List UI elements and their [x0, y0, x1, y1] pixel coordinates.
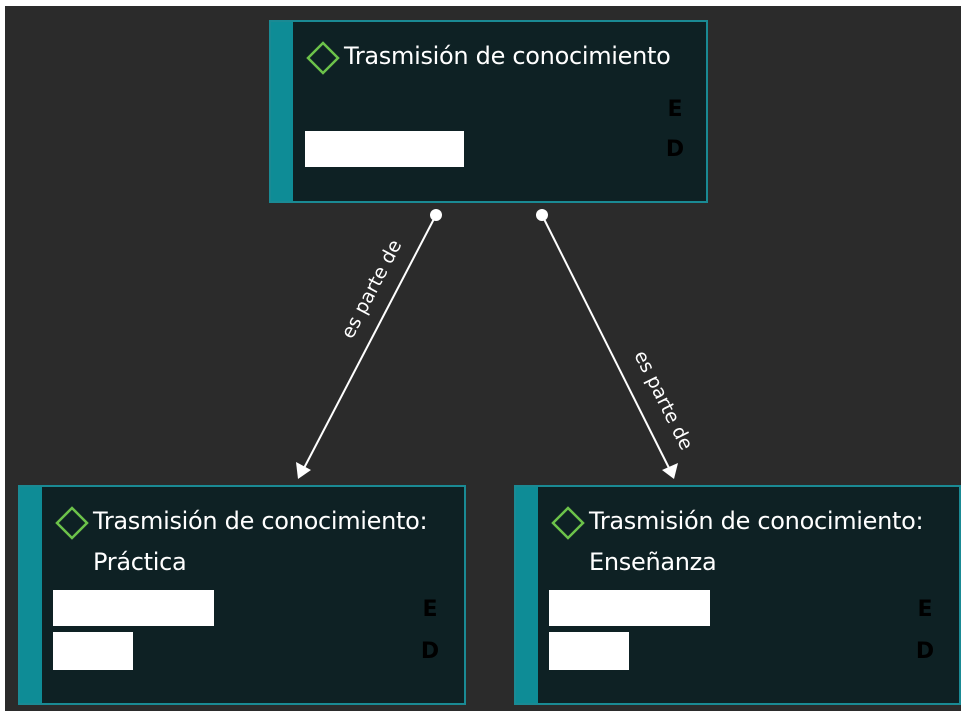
node-title: Trasmisión de conocimiento: [344, 42, 671, 70]
edge-source-dot: [430, 209, 442, 221]
arrowhead-icon: [296, 462, 311, 479]
node-letter-d: D: [915, 639, 935, 664]
node-accent-bar: [516, 487, 538, 703]
edge-root-practica[interactable]: es parte de: [296, 209, 442, 479]
arrowhead-icon: [662, 463, 678, 479]
edge-line: [302, 214, 437, 471]
edge-label: es parte de: [337, 236, 406, 342]
node-title-row: Trasmisión de conocimiento: Enseñanza: [550, 501, 924, 583]
node-title-row: Trasmisión de conocimiento: Práctica: [54, 501, 428, 583]
node-title-row: Trasmisión de conocimiento: [305, 36, 671, 77]
edge-root-ensenanza[interactable]: es parte de: [536, 209, 697, 479]
redacted-bar: [53, 590, 214, 626]
node-title: Trasmisión de conocimiento: Práctica: [93, 507, 428, 576]
redacted-bar: [305, 131, 464, 167]
node-accent-bar: [271, 22, 293, 201]
node-letter-e: E: [667, 97, 683, 122]
edge-source-dot: [536, 209, 548, 221]
redacted-bar: [549, 590, 710, 626]
redacted-bar: [549, 632, 629, 670]
node-letter-d: D: [665, 137, 685, 162]
redacted-bar: [53, 632, 133, 670]
node-accent-bar: [20, 487, 42, 703]
edge-label: es parte de: [629, 347, 697, 454]
node-title: Trasmisión de conocimiento: Enseñanza: [589, 507, 924, 576]
diamond-icon: [551, 506, 585, 540]
node-letter-e: E: [422, 597, 438, 622]
diamond-icon: [306, 41, 340, 75]
diamond-icon: [55, 506, 89, 540]
node-practica[interactable]: Trasmisión de conocimiento: Práctica E D: [18, 485, 466, 705]
node-letter-d: D: [420, 639, 440, 664]
node-letter-e: E: [917, 597, 933, 622]
edge-line: [541, 214, 671, 471]
node-root[interactable]: Trasmisión de conocimiento E D: [269, 20, 708, 203]
node-ensenanza[interactable]: Trasmisión de conocimiento: Enseñanza E …: [514, 485, 961, 705]
